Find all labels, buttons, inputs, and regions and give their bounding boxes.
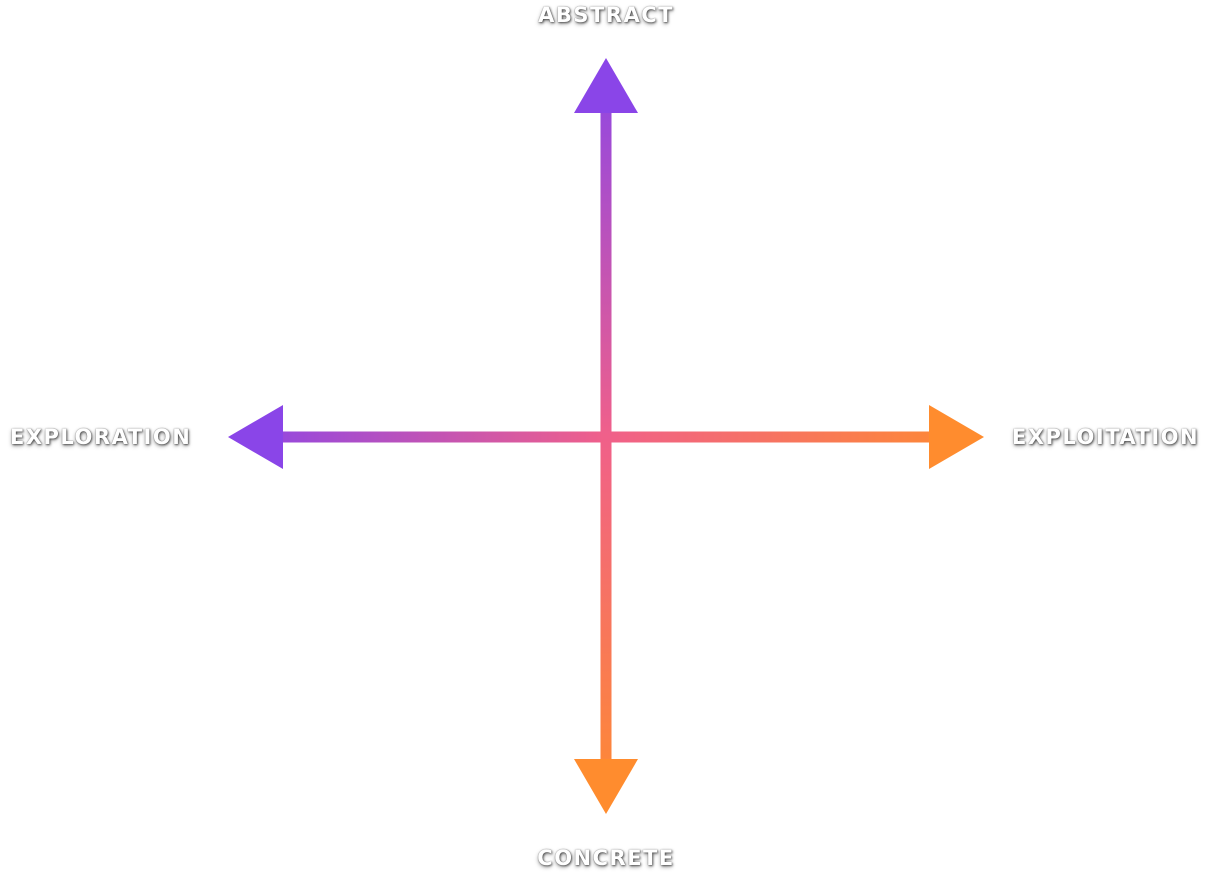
label-concrete: CONCRETE [537, 846, 675, 870]
label-exploration: EXPLORATION [10, 425, 192, 449]
label-exploitation: EXPLOITATION [1012, 425, 1200, 449]
arrow-right-icon [929, 405, 984, 469]
arrow-left-icon [228, 405, 283, 469]
vertical-axis-line [600, 108, 612, 764]
arrow-up-icon [574, 58, 638, 113]
arrow-down-icon [574, 759, 638, 814]
label-abstract: ABSTRACT [538, 3, 674, 27]
